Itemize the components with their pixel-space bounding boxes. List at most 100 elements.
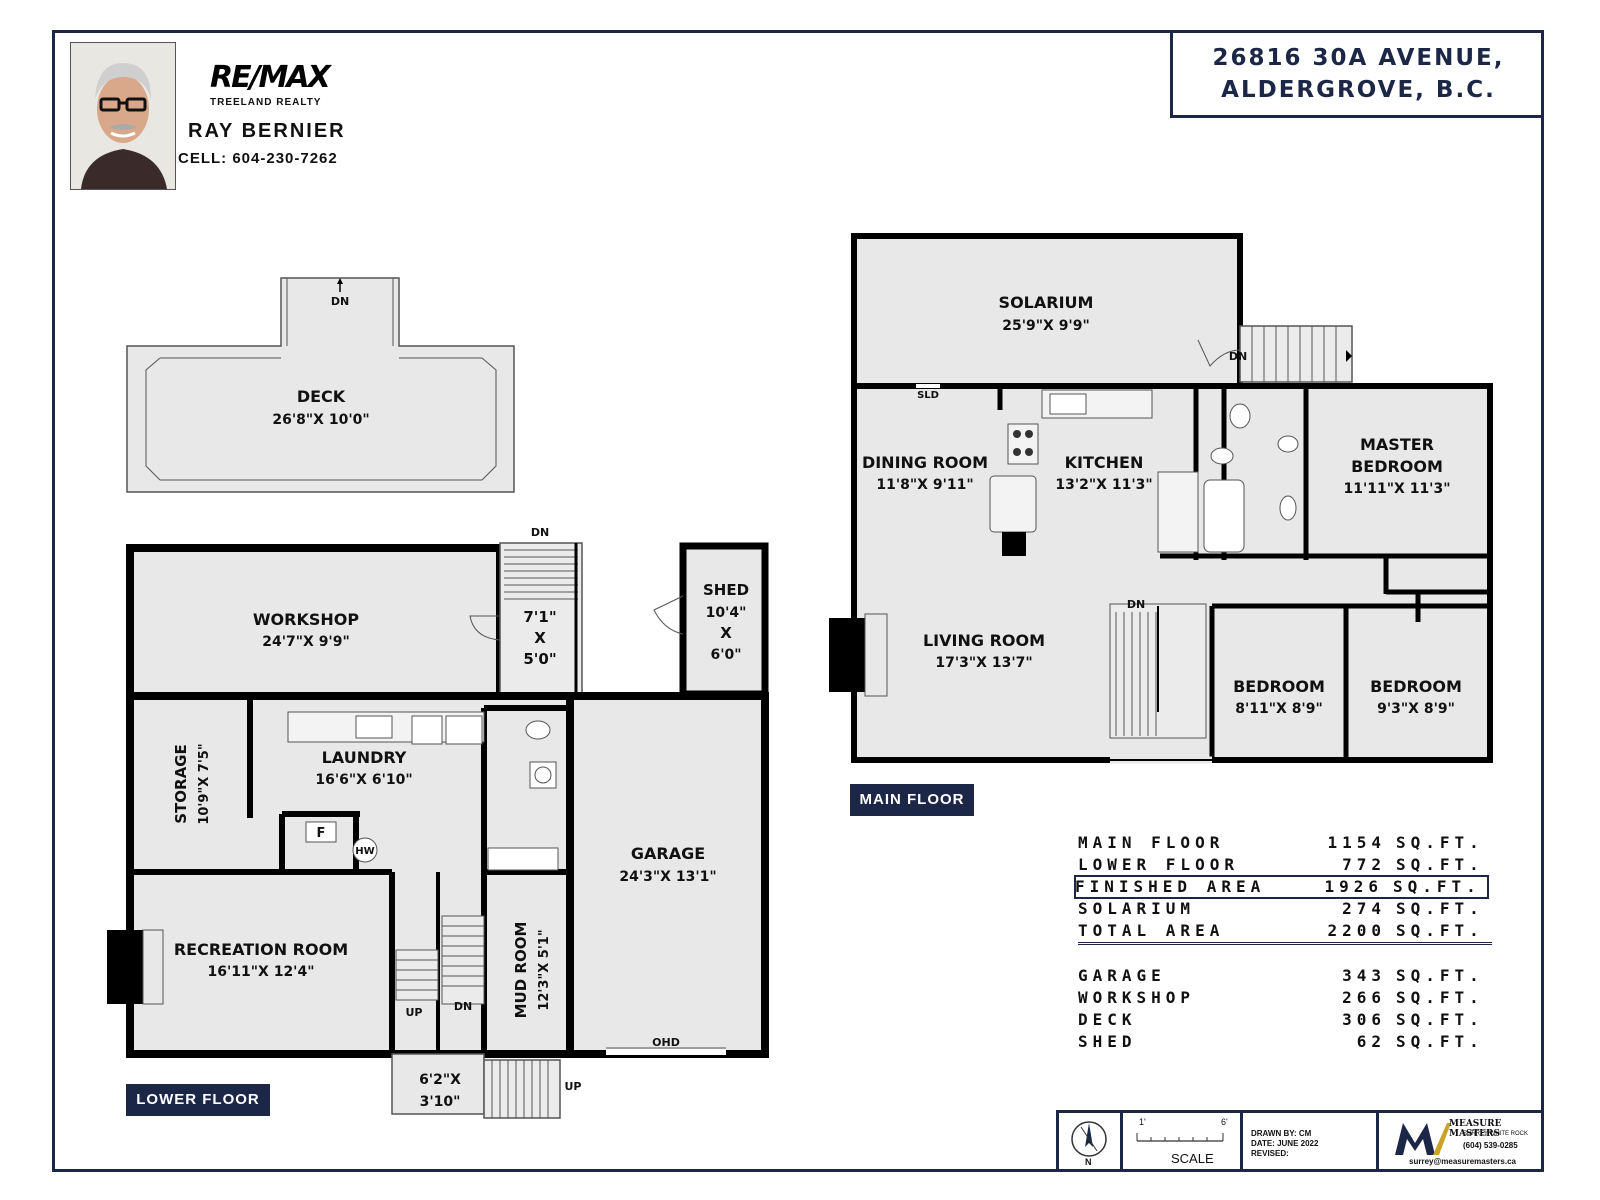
furnace-label: F [317,826,326,841]
hotwater-label: HW [355,846,374,857]
main-dn-label: DN [1127,598,1145,611]
kitchen-label: KITCHEN [1065,453,1144,472]
area-name: DECK [1078,1010,1137,1029]
storage-dim: 10'9"X 7'5" [197,743,212,824]
entry-up-label: UP [565,1080,582,1093]
area-row: WORKSHOP 266 SQ.FT. [1078,987,1492,1009]
company-cell: MEASURE MASTERS SURREY/WHITE ROCK (604) … [1379,1113,1544,1172]
agent-cell: CELL: 604-230-7262 [178,150,338,167]
area-name: SOLARIUM [1078,899,1196,918]
north-label: N [1085,1157,1092,1167]
bedroom-2-dim: 9'3"X 8'9" [1377,701,1455,717]
drawn-cell: DRAWN BY: CM DATE: JUNE 2022 REVISED: [1243,1113,1379,1172]
area-row: MAIN FLOOR 1154 SQ.FT. [1078,832,1492,854]
laundry-label: LAUNDRY [322,748,407,767]
area-name: MAIN FLOOR [1078,833,1225,852]
company-name: MEASURE MASTERS [1449,1119,1502,1139]
area-value: 343 [1342,966,1386,985]
area-unit: SQ.FT. [1396,899,1484,918]
bedroom-1-label: BEDROOM [1233,677,1325,696]
solarium-dim: 25'9"X 9'9" [1002,318,1090,334]
area-name: GARAGE [1078,966,1166,985]
garage-door-label: OHD [652,1036,680,1049]
address-line-1: 26816 30A AVENUE, [1212,45,1505,71]
company-phone: (604) 539-0285 [1463,1141,1518,1150]
laundry-dim: 16'6"X 6'10" [315,772,412,788]
master-label-1: MASTER [1360,435,1434,454]
bedroom-2-label: BEDROOM [1370,677,1462,696]
scale-bar-icon [1136,1133,1224,1142]
area-unit: SQ.FT. [1396,1032,1484,1051]
area-unit: SQ.FT. [1396,988,1484,1007]
agent-name: RAY BERNIER [188,120,346,142]
company-sub: SURREY/WHITE ROCK [1463,1131,1529,1137]
shed-d1: 10'4" [706,605,747,621]
lower-stair-d2: X [534,629,546,647]
mudroom-dim: 12'3"X 5'1" [537,929,552,1010]
sld-label: SLD [917,390,939,401]
dining-label: DINING ROOM [862,453,988,472]
area-row: GARAGE 343 SQ.FT. [1078,965,1492,987]
page-frame [52,30,1544,1172]
agent-portrait-icon [71,43,175,189]
lower-up-label: UP [406,1006,423,1019]
area-value: 2200 [1327,921,1386,940]
area-name: TOTAL AREA [1078,921,1225,940]
entry-d1: 6'2"X [419,1072,461,1088]
lower-floor-walls [107,542,769,1119]
lower-stair-d3: 5'0" [523,650,556,668]
area-value: 1154 [1327,833,1386,852]
agent-photo [70,42,176,190]
kitchen-dim: 13'2"X 11'3" [1055,477,1152,493]
recreation-label: RECREATION ROOM [174,940,348,959]
drawn-date: DATE: JUNE 2022 [1251,1139,1319,1148]
main-floor-walls [829,233,1493,764]
north-cell: N [1059,1113,1123,1172]
garage-dim: 24'3"X 13'1" [619,869,716,885]
area-name: WORKSHOP [1078,988,1196,1007]
scale-cell: 1' 6' SCALE [1123,1113,1243,1172]
garage-label: GARAGE [631,844,705,863]
lower-dn-label: DN [454,1000,472,1013]
office-name: TREELAND REALTY [210,97,322,108]
deck-dim: 26'8"X 10'0" [272,412,369,428]
mudroom-label: MUD ROOM [512,922,530,1019]
deck-label: DECK [297,387,346,406]
address-line-2: ALDERGROVE, B.C. [1221,77,1496,103]
dining-dim: 11'8"X 9'11" [876,477,973,493]
area-value: 772 [1342,855,1386,874]
area-unit: SQ.FT. [1396,966,1484,985]
lower-stair-dn: DN [531,526,549,539]
area-unit: SQ.FT. [1396,833,1484,852]
scale-min: 1' [1139,1117,1146,1127]
area-value: 274 [1342,899,1386,918]
area-value: 266 [1342,988,1386,1007]
shed-d3: 6'0" [710,647,741,663]
area-value: 306 [1342,1010,1386,1029]
solarium-dn-label: DN [1229,350,1247,363]
main-floor-badge: MAIN FLOOR [850,784,974,816]
living-label: LIVING ROOM [923,631,1045,650]
address-box: 26816 30A AVENUE, ALDERGROVE, B.C. [1170,30,1544,118]
recreation-dim: 16'11"X 12'4" [207,964,314,980]
deck-dn-label: DN [331,295,349,308]
living-dim: 17'3"X 13'7" [935,655,1032,671]
area-value: 62 [1356,1032,1386,1051]
deck [126,277,515,493]
lower-stair-d1: 7'1" [523,608,556,626]
company-email: surrey@measuremasters.ca [1409,1157,1516,1166]
lower-floor-badge: LOWER FLOOR [126,1084,270,1116]
drawn-by: DRAWN BY: CM [1251,1129,1312,1138]
remax-logo: RE/MAX [210,60,331,95]
measure-masters-logo-icon [1395,1123,1451,1155]
bedroom-1-dim: 8'11"X 8'9" [1235,701,1323,717]
master-dim: 11'11"X 11'3" [1343,481,1450,497]
area-name: SHED [1078,1032,1137,1051]
shed-d2: X [720,624,732,642]
storage-label: STORAGE [172,744,190,824]
scale-max: 6' [1221,1117,1228,1127]
